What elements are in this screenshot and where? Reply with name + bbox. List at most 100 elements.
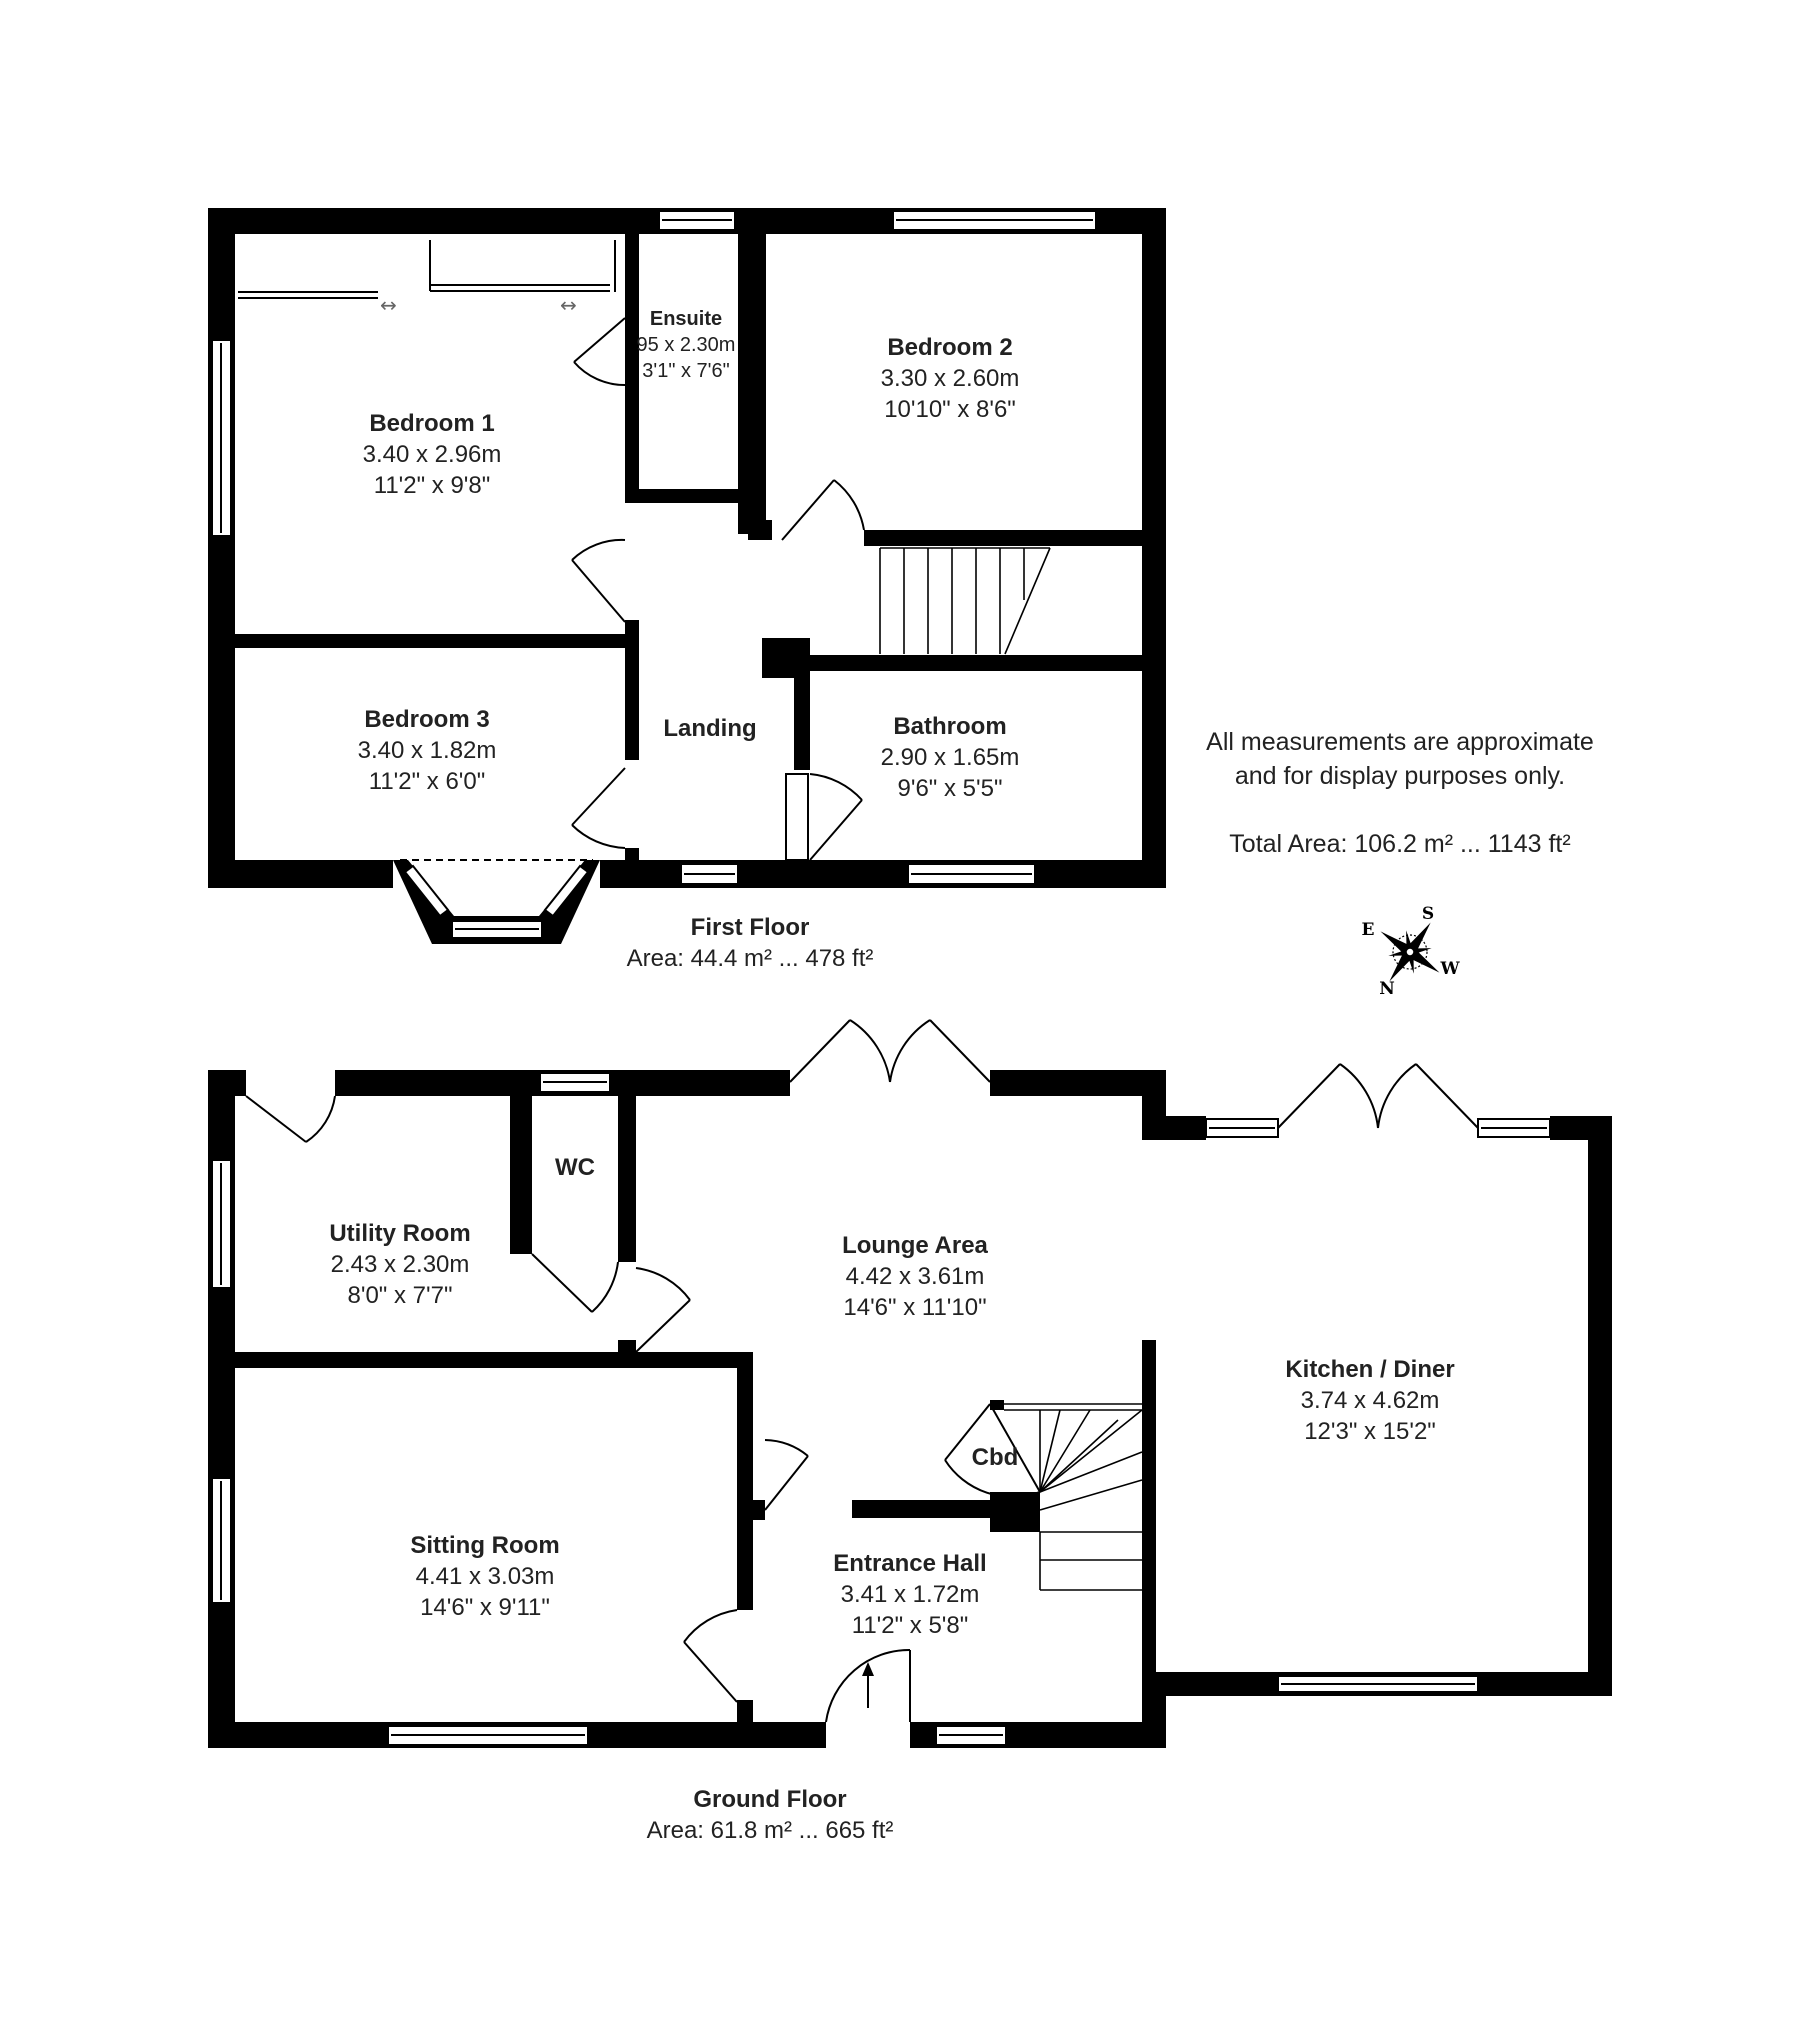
room-label-wc: WC bbox=[535, 1152, 615, 1183]
door bbox=[635, 1267, 691, 1353]
first-floor-caption: First Floor Area: 44.4 m² ... 478 ft² bbox=[600, 912, 900, 974]
compass-east-label: E bbox=[1362, 920, 1375, 940]
wall bbox=[752, 234, 766, 540]
total-area: Total Area: 106.2 m² ... 1143 ft² bbox=[1160, 828, 1640, 862]
ground-floor-plan bbox=[208, 1019, 1612, 1748]
room-label-bedroom-3: Bedroom 3 3.40 x 1.82m 11'2" x 6'0" bbox=[327, 704, 527, 798]
staircase bbox=[879, 547, 1051, 655]
wall bbox=[737, 1352, 753, 1610]
wall bbox=[625, 620, 639, 760]
floor-name: First Floor bbox=[690, 914, 810, 941]
door bbox=[531, 1253, 619, 1313]
first-floor-outer-wall bbox=[208, 860, 393, 888]
room-imperial-size: 3'1" x 7'6" bbox=[642, 360, 730, 382]
first-floor-outer-wall bbox=[208, 208, 235, 888]
wall bbox=[794, 655, 810, 770]
measurement-disclaimer: All measurements are approximate and for… bbox=[1160, 726, 1640, 794]
room-name: Bedroom 3 bbox=[364, 706, 490, 733]
door bbox=[683, 1609, 738, 1703]
room-label-cupboard: Cbd bbox=[955, 1442, 1035, 1473]
room-imperial-size: 8'0" x 7'7" bbox=[347, 1282, 453, 1310]
room-label-bedroom-2: Bedroom 2 3.30 x 2.60m 10'10" x 8'6" bbox=[850, 332, 1050, 426]
room-name: Bedroom 2 bbox=[887, 334, 1013, 361]
wardrobe: ↔ ↔ bbox=[238, 240, 616, 317]
front-door bbox=[825, 1648, 911, 1723]
wall bbox=[738, 234, 752, 534]
room-metric-size: 3.40 x 1.82m bbox=[357, 737, 497, 765]
door bbox=[571, 767, 626, 849]
room-label-ensuite: Ensuite 95 x 2.30m 3'1" x 7'6" bbox=[622, 306, 750, 384]
total-area-text: Total Area: 106.2 m² ... 1143 ft² bbox=[1229, 830, 1571, 858]
room-name: Kitchen / Diner bbox=[1285, 1356, 1455, 1383]
compass-north-label: N bbox=[1379, 979, 1395, 999]
cupboard bbox=[944, 1400, 1041, 1498]
wall bbox=[510, 1096, 532, 1254]
room-imperial-size: 14'6" x 11'10" bbox=[843, 1294, 987, 1322]
svg-text:↔: ↔ bbox=[560, 293, 577, 317]
french-door bbox=[789, 1019, 991, 1083]
wall bbox=[990, 1492, 1040, 1532]
wall bbox=[737, 1700, 753, 1722]
room-metric-size: 4.41 x 3.03m bbox=[415, 1563, 555, 1591]
wall bbox=[852, 1500, 996, 1518]
room-imperial-size: 11'2" x 5'8" bbox=[851, 1612, 969, 1640]
room-imperial-size: 10'10" x 8'6" bbox=[884, 396, 1016, 424]
door bbox=[764, 1439, 809, 1511]
room-imperial-size: 9'6" x 5'5" bbox=[897, 775, 1003, 803]
wall bbox=[235, 634, 625, 648]
room-label-kitchen-diner: Kitchen / Diner 3.74 x 4.62m 12'3" x 15'… bbox=[1250, 1354, 1490, 1448]
room-name: Utility Room bbox=[329, 1220, 471, 1247]
room-metric-size: 3.40 x 2.96m bbox=[362, 441, 502, 469]
room-name: Ensuite bbox=[649, 308, 723, 330]
wall bbox=[864, 530, 1166, 546]
door bbox=[571, 538, 626, 623]
room-name: WC bbox=[555, 1154, 595, 1181]
room-label-lounge-area: Lounge Area 4.42 x 3.61m 14'6" x 11'10" bbox=[805, 1230, 1025, 1324]
ground-floor-outer-wall bbox=[1142, 1116, 1206, 1140]
door bbox=[245, 1095, 336, 1143]
first-floor-outer-wall bbox=[1142, 208, 1166, 888]
ground-floor-outer-wall bbox=[990, 1070, 1166, 1096]
compass-west-label: W bbox=[1439, 959, 1460, 979]
room-name: Landing bbox=[663, 715, 757, 742]
door bbox=[573, 317, 626, 387]
room-name: Bedroom 1 bbox=[369, 410, 495, 437]
disclaimer-line-2: and for display purposes only. bbox=[1234, 761, 1566, 790]
disclaimer-line-1: All measurements are approximate bbox=[1206, 728, 1594, 756]
room-label-sitting-room: Sitting Room 4.41 x 3.03m 14'6" x 9'11" bbox=[375, 1530, 595, 1624]
wall bbox=[625, 848, 639, 860]
room-name: Lounge Area bbox=[842, 1232, 988, 1259]
room-name: Cbd bbox=[971, 1444, 1019, 1471]
room-metric-size: 95 x 2.30m bbox=[636, 334, 736, 356]
room-metric-size: 3.41 x 1.72m bbox=[840, 1581, 980, 1609]
door bbox=[781, 479, 865, 541]
room-imperial-size: 14'6" x 9'11" bbox=[420, 1594, 550, 1622]
wall bbox=[753, 1500, 765, 1520]
room-metric-size: 2.43 x 2.30m bbox=[330, 1251, 470, 1279]
svg-text:↔: ↔ bbox=[380, 293, 397, 317]
wall bbox=[618, 1340, 636, 1352]
floor-name: Ground Floor bbox=[693, 1786, 847, 1813]
room-metric-size: 2.90 x 1.65m bbox=[880, 744, 1020, 772]
first-floor-plan: ↔ ↔ bbox=[208, 208, 1166, 944]
room-imperial-size: 12'3" x 15'2" bbox=[1304, 1418, 1436, 1446]
compass-icon: S E W N bbox=[1362, 904, 1461, 999]
wall bbox=[625, 234, 639, 489]
compass-south-label: S bbox=[1422, 904, 1434, 924]
french-door bbox=[1277, 1063, 1479, 1129]
room-metric-size: 3.74 x 4.62m bbox=[1300, 1387, 1440, 1415]
ground-floor-outer-wall bbox=[1588, 1116, 1612, 1696]
room-imperial-size: 11'2" x 9'8" bbox=[373, 472, 491, 500]
wall bbox=[235, 1352, 753, 1368]
room-label-landing: Landing bbox=[645, 713, 775, 744]
ground-floor-outer-wall bbox=[1142, 1340, 1156, 1696]
ground-floor-caption: Ground Floor Area: 61.8 m² ... 665 ft² bbox=[620, 1784, 920, 1846]
room-name: Entrance Hall bbox=[833, 1550, 987, 1577]
room-name: Bathroom bbox=[893, 713, 1007, 740]
room-label-bathroom: Bathroom 2.90 x 1.65m 9'6" x 5'5" bbox=[850, 711, 1050, 805]
staircase bbox=[1004, 1403, 1143, 1591]
room-metric-size: 3.30 x 2.60m bbox=[880, 365, 1020, 393]
door bbox=[785, 773, 863, 861]
room-label-bedroom-1: Bedroom 1 3.40 x 2.96m 11'2" x 9'8" bbox=[332, 408, 532, 502]
